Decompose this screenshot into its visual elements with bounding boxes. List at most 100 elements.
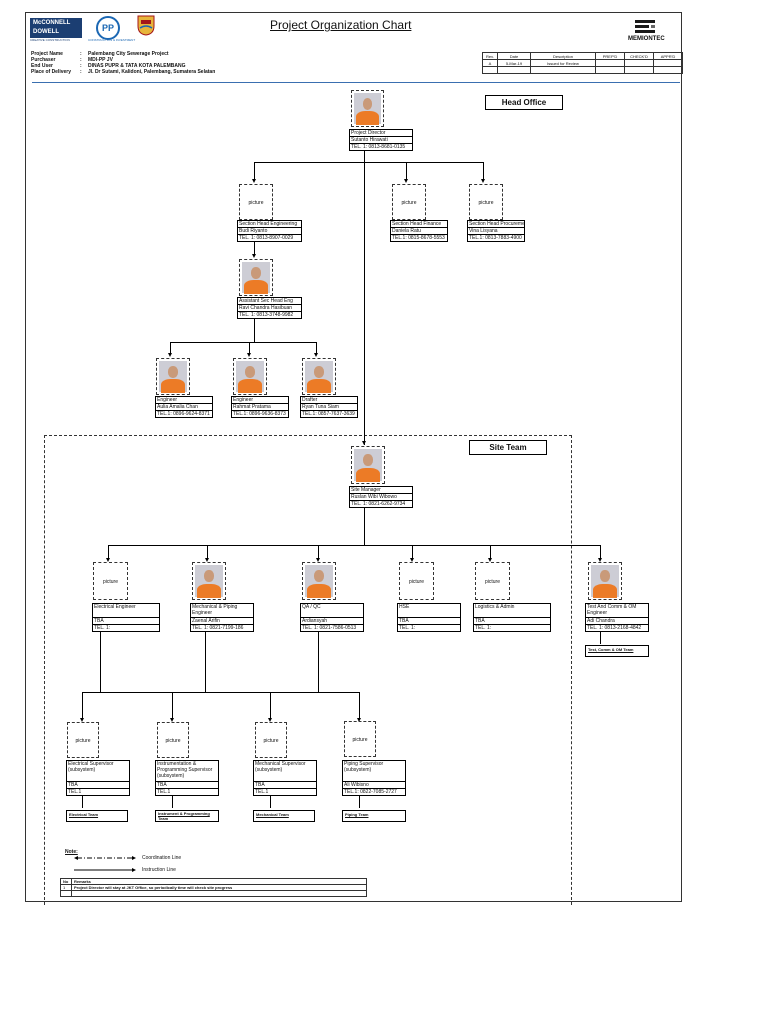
person-name: Adi Chandra: [586, 617, 648, 624]
person-name: Ryan Tuna Siam: [301, 403, 357, 410]
connector-line: [170, 342, 171, 354]
connector-line: [359, 792, 360, 808]
person-name: Ardiansyah: [301, 617, 363, 624]
info-value-place-of-delivery: Jl. Dr Sutami, Kalidoni, Palembang, Suma…: [88, 69, 216, 75]
info-label-purchaser: Purchaser: [31, 57, 56, 63]
person-card-project-director: Project Director Sutanto Hirawati TEL. 1…: [349, 129, 413, 151]
person-role: Section Head Procurement: [469, 221, 524, 227]
person-card-logistics-admin: Logistics & Admin TBA TEL. 1:: [473, 603, 551, 632]
person-role: Logistics & Admin: [475, 604, 515, 610]
person-tel: TEL. 1: 0813-2168-4842: [586, 624, 648, 631]
connector-line: [316, 342, 317, 354]
connector-line: [82, 692, 360, 693]
team-box-electrical: Electrical Team: [66, 810, 128, 822]
site-team-frame: [44, 435, 572, 905]
person-name: TBA: [474, 617, 550, 624]
connector-line: [249, 342, 250, 354]
person-role: Electrical Engineer: [94, 604, 136, 610]
person-tel: TEL.1: 0813-7883-4900: [468, 234, 524, 241]
person-role: Engineer: [157, 397, 178, 403]
arrow-down-icon: [168, 353, 172, 357]
connector-line: [318, 628, 319, 692]
info-colon: :: [80, 63, 82, 69]
memiontec-logo-icon: [635, 20, 655, 33]
revision-cell: [624, 66, 654, 74]
person-photo: [239, 259, 273, 296]
instruction-line-label: Instruction Line: [142, 867, 176, 873]
arrow-down-icon: [247, 353, 251, 357]
person-photo: [192, 562, 226, 600]
person-name: TBA: [67, 781, 129, 788]
person-photo: [351, 446, 385, 484]
arrow-down-icon: [316, 558, 320, 562]
person-card-test-comm-om-engineer: Test And Comm & OM Engineer Adi Chandra …: [585, 603, 649, 632]
person-tel: TEL. 1: 0813-8907-0029: [238, 234, 301, 241]
connector-line: [82, 692, 83, 719]
arrow-down-icon: [404, 179, 408, 183]
person-tel: TEL.1: [156, 788, 218, 795]
arrow-down-icon: [205, 558, 209, 562]
pp-tagline: CONSTRUCTION & INVESTMENT: [88, 38, 136, 42]
picture-placeholder: picture: [239, 184, 273, 220]
person-role: Test And Comm & OM Engineer: [587, 604, 637, 616]
connector-line: [254, 318, 255, 342]
person-tel: TEL. 1:: [93, 624, 159, 631]
table-row: Rev. Date Description PREP'D CHECK'D APP…: [482, 52, 683, 60]
connector-line: [483, 162, 484, 180]
person-card-section-head-engineering: Section Head Engineering Budi Riyanto TE…: [237, 220, 302, 242]
revision-cell: [624, 59, 654, 67]
person-name: Aulia Amalia Chan: [156, 403, 212, 410]
person-card-piping-supervisor: Piping Supervisor (subsystem) Ali Wibisn…: [342, 760, 406, 796]
info-colon: :: [80, 69, 82, 75]
person-tel: TEL. 1: 0821-7199-186: [191, 624, 253, 631]
person-photo: [302, 358, 336, 395]
info-colon: :: [80, 57, 82, 63]
arrow-down-icon: [252, 254, 256, 258]
person-card-assistant-sec-head-eng: Assistant Sec Head Eng Ravi Chandra Hasi…: [237, 297, 302, 319]
revision-header-cell: PREP'D: [595, 52, 625, 60]
table-row: [60, 890, 367, 897]
person-tel: TEL.1: 0896-9624-8371: [156, 410, 212, 417]
person-name: Daniela Ratu: [391, 227, 447, 234]
person-card-hse: HSE TBA TEL. 1:: [397, 603, 461, 632]
palembang-seal-icon: [137, 15, 155, 36]
revision-cell: [653, 59, 683, 67]
person-card-engineer: Engineer Aulia Amalia Chan TEL.1: 0896-9…: [155, 396, 213, 418]
person-name: Zaenal Arifin: [191, 617, 253, 624]
person-tel: TEL.1: 0857-7637-3639: [301, 410, 357, 417]
connector-line: [82, 792, 83, 808]
connector-line: [172, 692, 173, 719]
connector-line: [406, 162, 407, 180]
revision-header-cell: CHECK'D: [624, 52, 654, 60]
person-photo: [351, 90, 384, 127]
team-box-test-comm-om: Test, Comm & OM Team: [585, 645, 649, 657]
revision-cell: [482, 66, 498, 74]
site-team-label: Site Team: [469, 440, 547, 455]
remarks-table: No Remarks 1 Project Director will stay …: [60, 878, 367, 897]
connector-line: [172, 792, 173, 808]
picture-placeholder: picture: [399, 562, 434, 600]
header-divider: [32, 82, 680, 83]
connector-line: [412, 545, 413, 559]
arrow-down-icon: [410, 558, 414, 562]
revision-header-cell: Description: [530, 52, 596, 60]
person-role: Site Manager: [351, 487, 381, 493]
memiontec-wordmark: MEMIONTEC: [628, 36, 665, 42]
connector-line: [100, 628, 101, 692]
person-role: Section Head Engineering: [239, 221, 298, 227]
revision-header-cell: APPR'D: [653, 52, 683, 60]
person-tel: TEL. 1:: [398, 624, 460, 631]
arrow-down-icon: [314, 353, 318, 357]
person-card-electrical-engineer: Electrical Engineer TBA TEL. 1:: [92, 603, 160, 632]
person-tel: TEL. 1: 0813-3748-9982: [238, 311, 301, 318]
person-name: Budi Riyanto: [238, 227, 301, 234]
person-role: Mechanical & Piping Engineer: [192, 604, 238, 616]
connector-line: [490, 545, 491, 559]
picture-placeholder: picture: [392, 184, 426, 220]
person-role: Section Head Finance: [392, 221, 442, 227]
connector-line: [108, 545, 109, 559]
picture-placeholder: picture: [344, 721, 376, 757]
person-role: Engineer: [233, 397, 254, 403]
document-sheet: [25, 12, 682, 902]
picture-placeholder: picture: [255, 722, 287, 758]
